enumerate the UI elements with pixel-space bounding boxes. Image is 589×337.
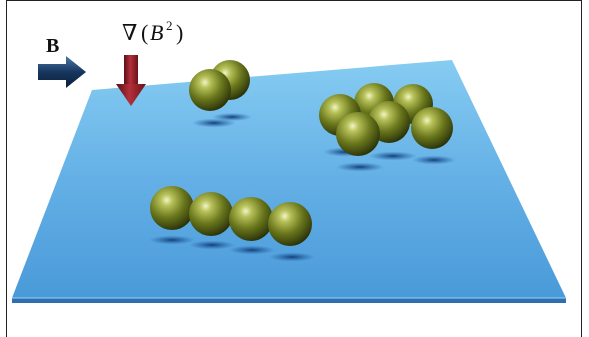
substrate-plane <box>12 60 566 303</box>
field-label: B <box>46 35 59 57</box>
particle-shadow <box>269 252 315 262</box>
figure-frame <box>6 0 582 337</box>
particle-shadow <box>229 245 275 255</box>
gradient-label: ∇ ( B 2 ) <box>122 18 183 45</box>
particle <box>411 107 453 149</box>
particle-shadow <box>336 162 384 172</box>
particle-shadow <box>412 155 456 165</box>
gradient-open-paren: ( <box>141 20 148 45</box>
particle-shadow <box>212 113 252 121</box>
field-arrow-icon <box>38 56 86 88</box>
particle-shadow <box>369 151 417 161</box>
particle-cluster <box>319 83 456 172</box>
particle <box>336 112 380 156</box>
gradient-variable: B <box>150 20 163 45</box>
particle-shadow <box>192 118 236 128</box>
particle <box>150 186 194 230</box>
gradient-arrow-icon <box>116 55 146 106</box>
particle <box>189 192 233 236</box>
particle-shadow <box>149 235 195 245</box>
gradient-symbol: ∇ <box>122 20 137 45</box>
particle <box>229 197 273 241</box>
particle-pair <box>189 60 252 128</box>
particle-chain <box>149 186 315 262</box>
particle-shadow <box>189 240 235 250</box>
particle <box>189 69 231 111</box>
gradient-exponent: 2 <box>166 18 173 33</box>
gradient-close-paren: ) <box>176 20 183 45</box>
particle <box>268 202 312 246</box>
